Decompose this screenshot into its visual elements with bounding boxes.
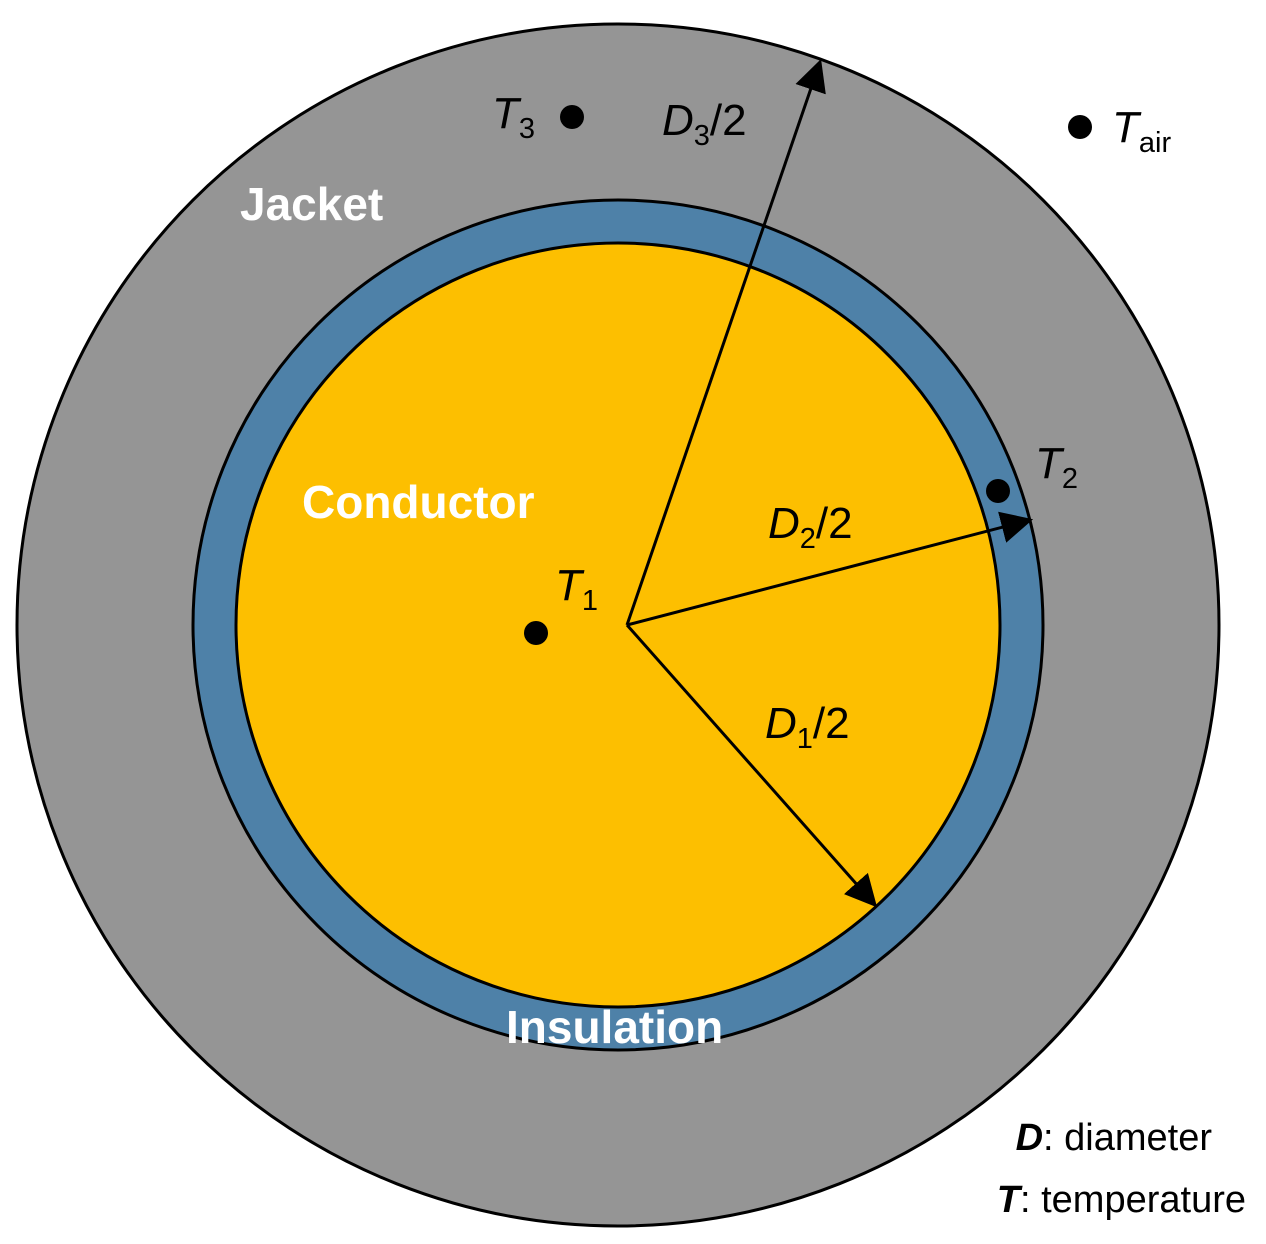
t3-label: T3: [492, 89, 535, 145]
t1-label: T1: [555, 561, 598, 617]
conductor-label: Conductor: [302, 476, 535, 528]
t2-point: [986, 479, 1010, 503]
t3-point: [560, 105, 584, 129]
tair-point: [1068, 115, 1092, 139]
tair-label: Tair: [1112, 103, 1171, 159]
conductor-layer: [234, 241, 1002, 1009]
d1-radius-arrow: [625, 624, 878, 908]
t2-label: T2: [1035, 439, 1078, 495]
d1-radius-label: D1/2: [765, 699, 850, 755]
d2-radius-arrow: [626, 511, 1034, 627]
legend-temperature: T: temperature: [997, 1179, 1246, 1221]
insulation-label: Insulation: [506, 1001, 723, 1053]
d3-radius-label: D3/2: [662, 96, 747, 152]
legend-diameter: D: diameter: [1016, 1117, 1213, 1159]
jacket-label: Jacket: [240, 178, 383, 230]
t1-point: [524, 621, 548, 645]
d2-radius-label: D2/2: [768, 499, 853, 555]
d3-radius-arrow: [625, 58, 826, 626]
